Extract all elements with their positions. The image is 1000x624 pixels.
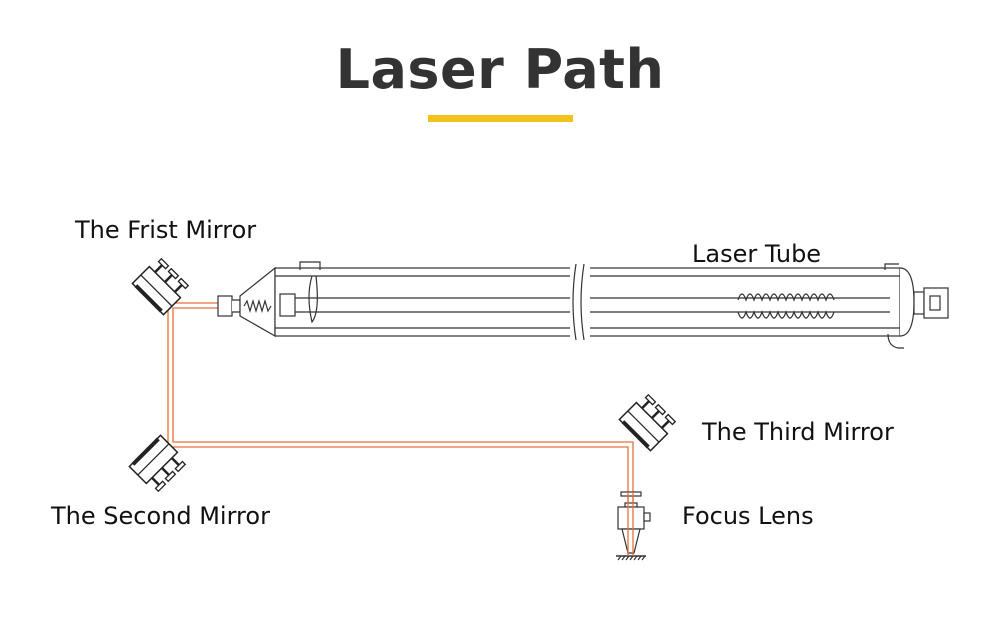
first-mirror-icon (130, 255, 192, 317)
first-mirror-label: The Frist Mirror (75, 216, 257, 244)
second-mirror-icon (127, 433, 189, 495)
third-mirror-label: The Third Mirror (702, 418, 894, 446)
page-title: Laser Path (335, 38, 665, 101)
focus-lens-icon (616, 491, 651, 561)
laser-tube-label: Laser Tube (692, 240, 822, 268)
laser-tube-icon (217, 261, 949, 349)
second-mirror-label: The Second Mirror (51, 502, 270, 530)
title-underline (428, 115, 573, 122)
focus-lens-label: Focus Lens (682, 502, 814, 530)
